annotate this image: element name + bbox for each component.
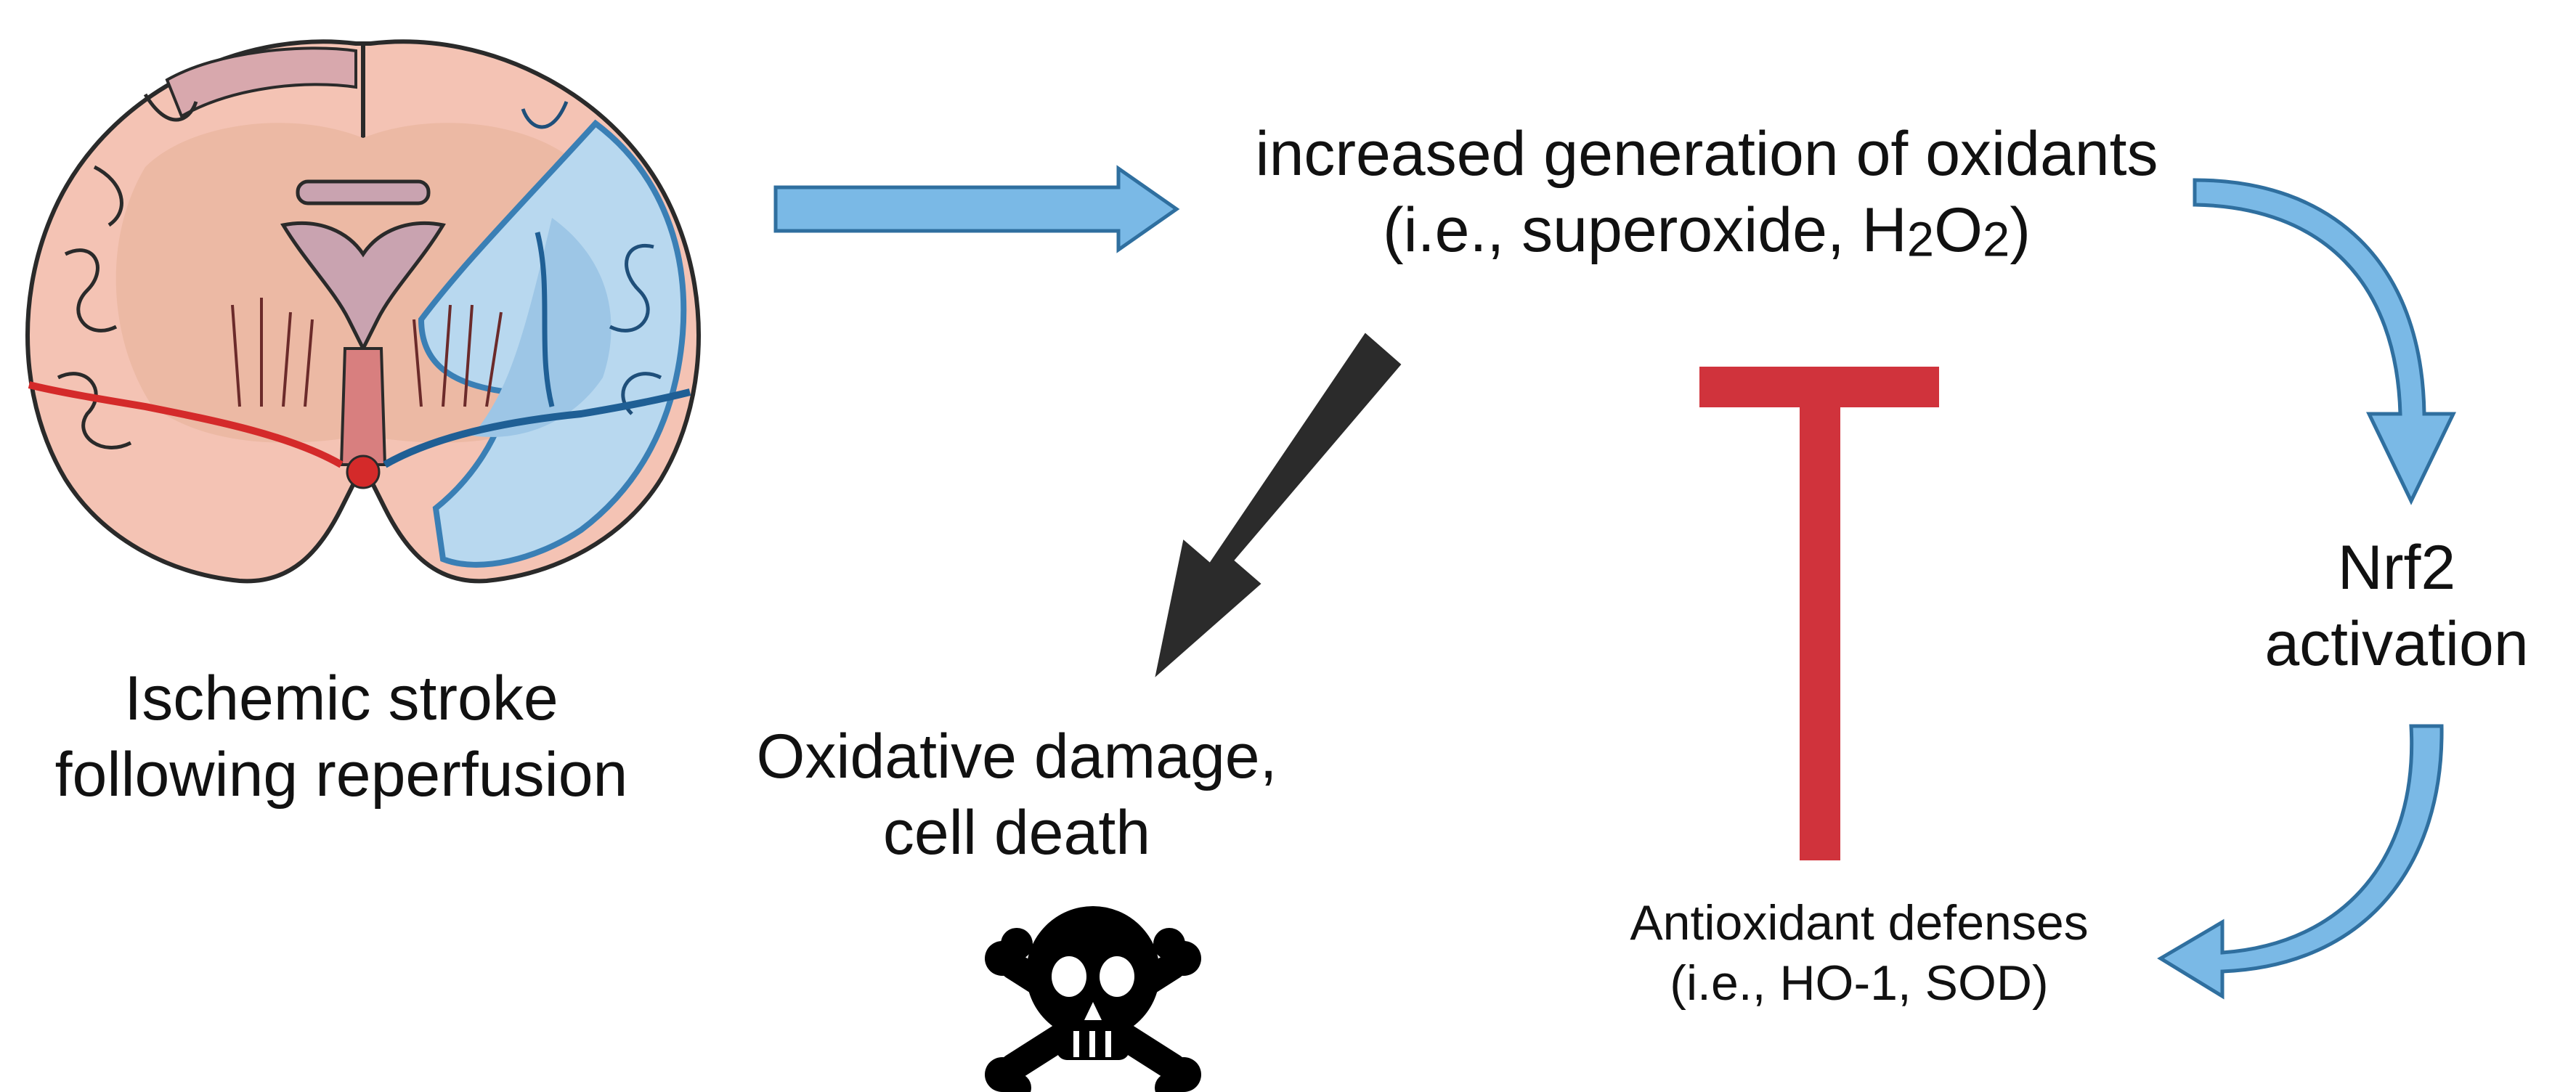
h2o2-o: O: [1934, 195, 1983, 265]
oxidants-label: increased generation of oxidants (i.e., …: [1075, 116, 2339, 269]
ischemic-core: [472, 218, 612, 437]
damage-label-line1: Oxidative damage,: [756, 722, 1277, 791]
stroke-label: Ischemic stroke following reperfusion: [15, 661, 668, 813]
circle-of-willis: [346, 455, 381, 489]
defense-label: Antioxidant defenses (i.e., HO-1, SOD): [1540, 893, 2179, 1014]
defense-label-line1: Antioxidant defenses: [1630, 895, 2089, 950]
skull: [1026, 906, 1160, 1060]
arrow-oxidants-to-damage: [1155, 333, 1402, 677]
arrow-oxidants-to-nrf2: [2193, 178, 2456, 505]
oxidants-prefix: (i.e., superoxide, H: [1383, 195, 1907, 265]
nrf2-label-line2: activation: [2264, 608, 2529, 679]
middle-cerebral-artery-left: [28, 381, 344, 468]
corpus-callosum: [296, 179, 431, 205]
inhibition-symbol: [1699, 367, 1939, 860]
brainstem: [339, 347, 387, 466]
skull-crossbones-icon: [985, 906, 1201, 1092]
arrow-stroke-to-oxidants: [773, 165, 1180, 253]
sylvian-vessel-right: [535, 232, 555, 407]
oxidants-label-line2: (i.e., superoxide, H2O2): [1075, 192, 2339, 270]
nrf2-label-line1: Nrf2: [2337, 533, 2456, 603]
damage-label: Oxidative damage, cell death: [726, 719, 1307, 871]
oxidants-label-line1: increased generation of oxidants: [1255, 119, 2158, 189]
h2o2-sub2: 2: [1983, 212, 2010, 267]
upper-cortex-band: [165, 46, 357, 118]
h2o2-sub1: 2: [1906, 212, 1935, 267]
brain-coronal-section-icon: [25, 39, 701, 584]
cortex-gyri-left: [57, 93, 198, 449]
inhibition-stem: [1800, 367, 1840, 860]
lateral-ventricles: [280, 221, 446, 353]
damage-label-line2: cell death: [882, 797, 1151, 868]
stroke-label-line1: Ischemic stroke: [124, 664, 558, 733]
perforating-arteries: [231, 298, 503, 407]
oxidants-suffix: ): [2010, 195, 2031, 265]
arrow-nrf2-to-defenses: [2157, 724, 2444, 1000]
defense-label-line2: (i.e., HO-1, SOD): [1670, 955, 2049, 1011]
middle-cerebral-artery-right: [383, 388, 691, 468]
nrf2-label: Nrf2 activation: [2222, 530, 2571, 682]
stroke-label-line2: following reperfusion: [54, 739, 628, 810]
